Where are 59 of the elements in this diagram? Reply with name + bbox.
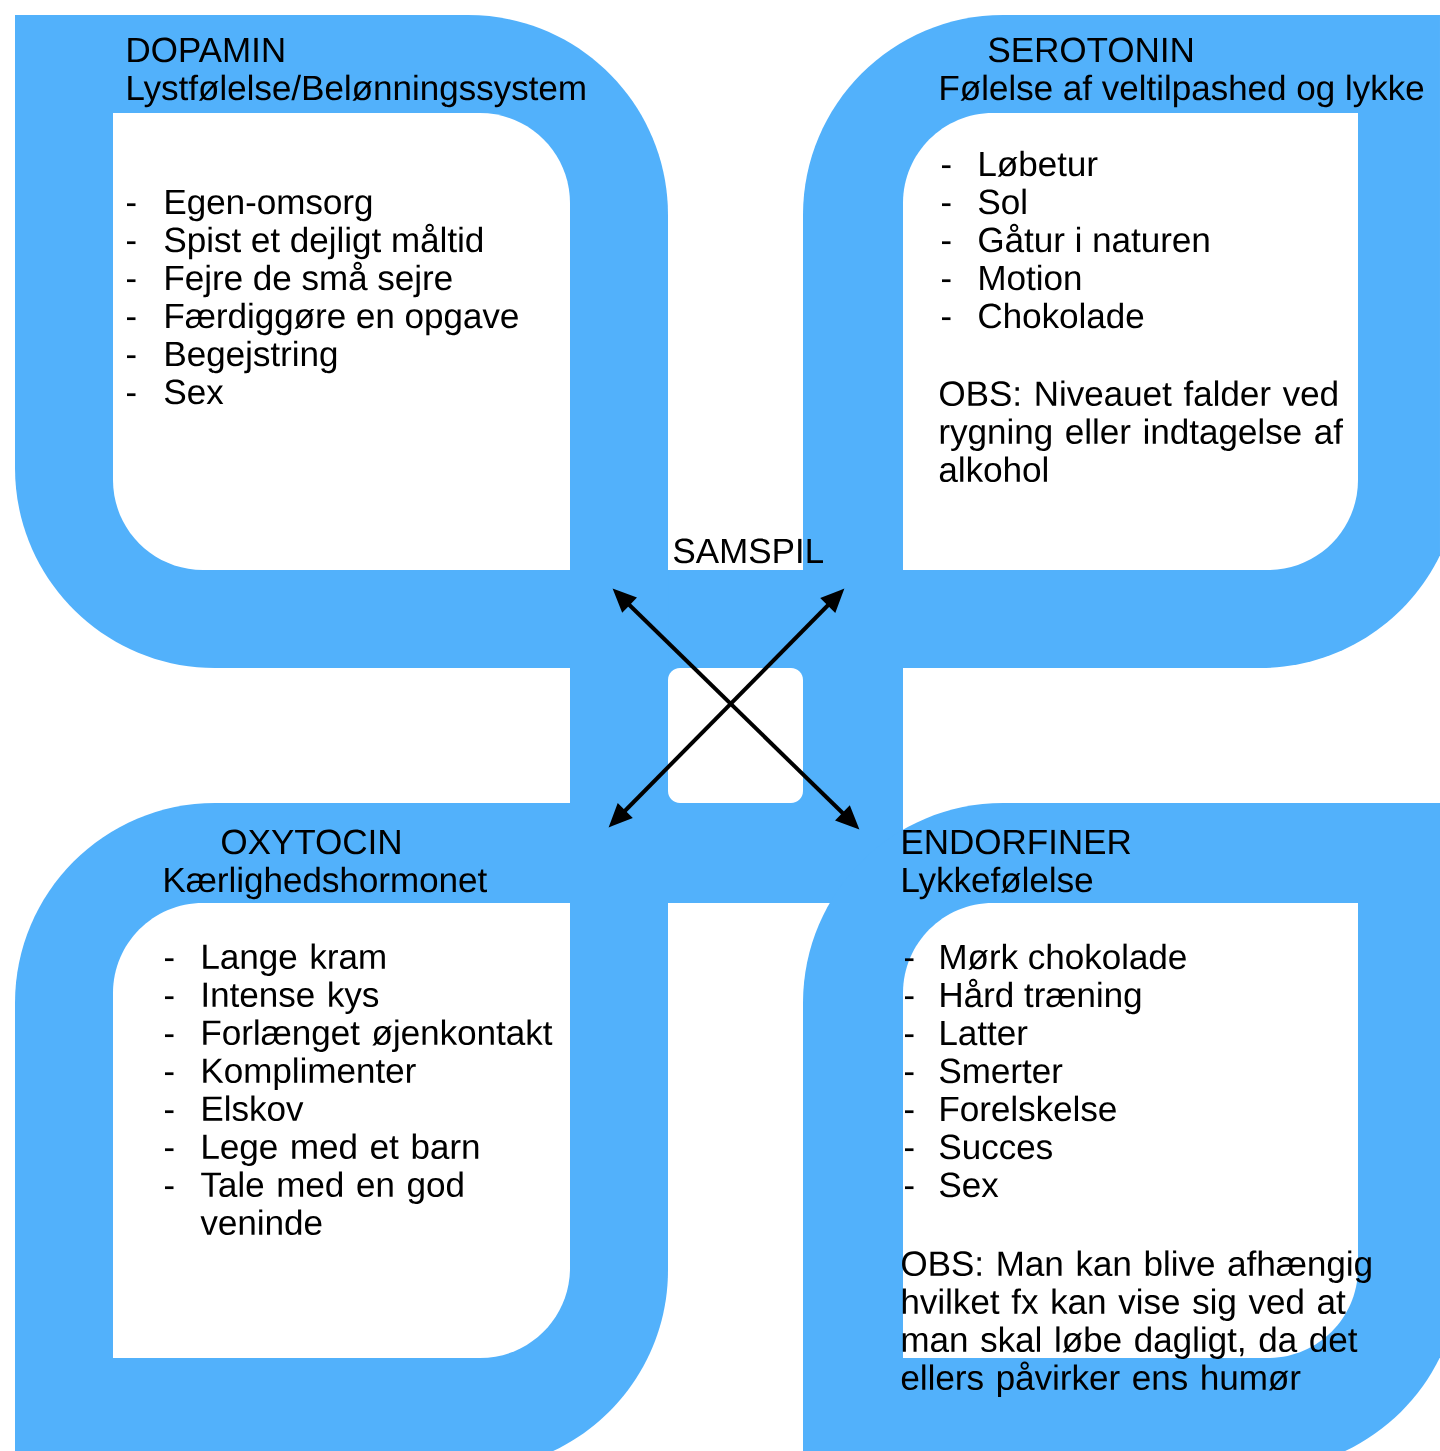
list-item: Latter (941, 1020, 1028, 1046)
bullet-dash: - (941, 241, 951, 245)
bullet-dash: - (164, 1034, 174, 1038)
bullet-dash: - (126, 279, 136, 283)
bullet-dash: - (126, 355, 136, 359)
heading: SEROTONIN (989, 37, 1192, 63)
bullet-dash: - (904, 1110, 914, 1114)
list-item: Spist et dejligt måltid (165, 223, 483, 260)
list-item: Intense kys (203, 981, 379, 1015)
list-item: Succes (940, 1134, 1052, 1160)
bullet-dash: - (126, 317, 136, 321)
bullet-dash: - (164, 1148, 174, 1152)
heading: DOPAMIN (128, 37, 284, 63)
list-item: Sex (165, 379, 224, 405)
list-item: Chokolade (979, 302, 1144, 329)
bullet-dash: - (941, 165, 951, 169)
list-item: Egen-omsorg (166, 189, 372, 222)
bullet-dash: - (941, 317, 951, 321)
bullet-dash: - (941, 203, 951, 207)
bullet-dash: - (941, 279, 951, 283)
bullet-dash: - (126, 203, 136, 207)
list-item: Forlænget øjenkontakt (203, 1019, 553, 1053)
list-item: Gåtur i naturen (979, 223, 1209, 253)
list-item: Sol (979, 188, 1026, 215)
list-item: Sex (940, 1172, 999, 1198)
subtitle: Kærlighedshormonet (165, 866, 487, 900)
list-item: Hård træning (941, 978, 1141, 1015)
subtitle: Lykkefølelse (903, 866, 1093, 900)
bullet-dash: - (904, 1148, 914, 1152)
list-item: Forelskelse (941, 1095, 1116, 1122)
list-item: Elskov (203, 1095, 304, 1122)
bullet-dash: - (126, 393, 136, 397)
list-item: Løbetur (980, 150, 1098, 177)
bullet-dash: - (904, 1034, 914, 1038)
heading: ENDORFINER (903, 829, 1131, 855)
bullet-dash: - (904, 996, 914, 1000)
bullet-dash: - (164, 1110, 174, 1114)
bullet-dash: - (164, 1072, 174, 1076)
bullet-dash: - (126, 241, 136, 245)
bullet-dash: - (904, 1072, 914, 1076)
list-item: Lege med et barn (203, 1133, 479, 1167)
subtitle: Lystfølelse/Belønningssystem (128, 74, 585, 108)
heading: OXYTOCIN (222, 829, 400, 855)
list-item: Motion (980, 264, 1081, 291)
note-text: OBS: Niveauet falder ved rygning eller indtagelse af alkohol (939, 380, 1343, 483)
list-item: Smerter (940, 1058, 1063, 1084)
list-item: Mørk chokolade (941, 943, 1186, 970)
list-item: Begejstring (166, 340, 337, 374)
list-item: Komplimenter (203, 1057, 416, 1091)
list-item: Lange kram (203, 943, 385, 977)
bullet-dash: - (164, 1186, 174, 1190)
list-item: Færdiggøre en opgave (166, 302, 518, 336)
list-item: Fejre de små sejre (166, 261, 452, 298)
bullet-dash: - (904, 1186, 914, 1190)
list-item: Tale med en god veninde (200, 1171, 463, 1236)
bullet-dash: - (904, 958, 914, 962)
subtitle: Følelse af veltilpashed og lykke (941, 74, 1424, 108)
bullet-dash: - (164, 958, 174, 962)
bullet-dash: - (164, 996, 174, 1000)
